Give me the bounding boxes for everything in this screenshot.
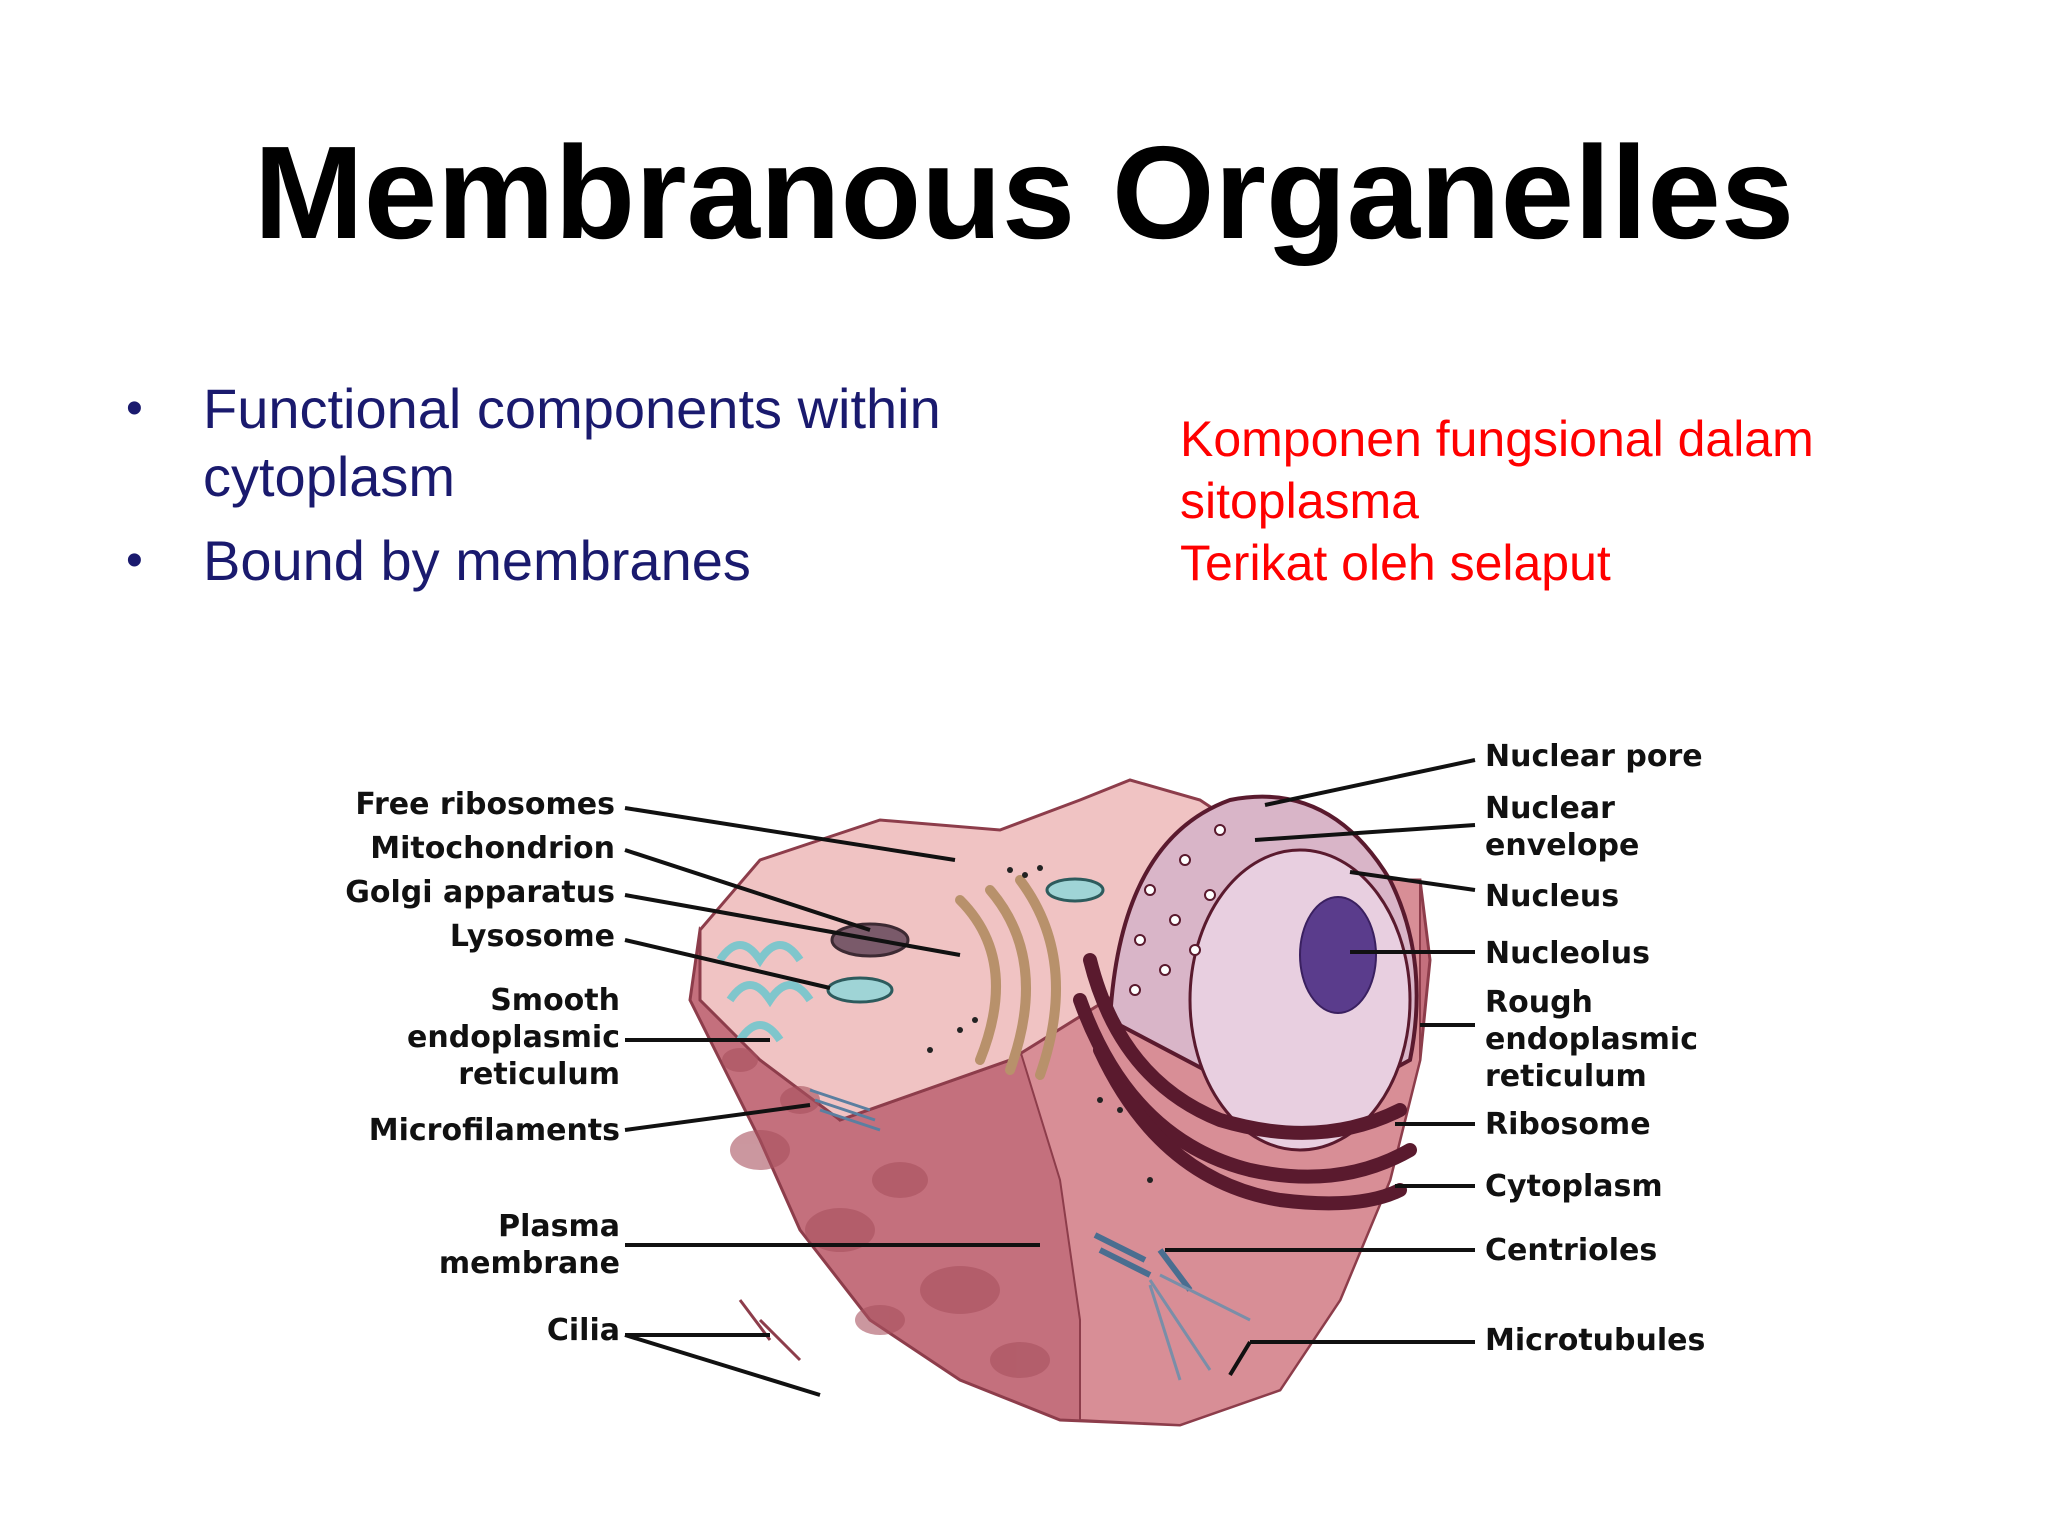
smooth-er-shape: [716, 941, 814, 1043]
label-nuclear-pore: Nuclear pore: [1485, 739, 1703, 774]
bullet-text: Functional components within cytoplasm: [203, 377, 941, 508]
label-nuclear-envelope: Nuclear: [1485, 791, 1615, 826]
label-centrioles: Centrioles: [1485, 1233, 1657, 1268]
bullet-text: Bound by membranes: [203, 529, 751, 592]
label-plasma-membrane: membrane: [439, 1246, 620, 1281]
translation-line: Terikat oleh selaput: [1180, 535, 1611, 591]
rough-er-shape: [1073, 953, 1417, 1211]
label-ribosome: Ribosome: [1485, 1107, 1651, 1142]
label-golgi-apparatus: Golgi apparatus: [345, 875, 615, 910]
label-nucleolus: Nucleolus: [1485, 936, 1650, 971]
nucleolus-shape: [1299, 896, 1377, 1014]
leader-lines: [624, 758, 1476, 1397]
bullet-dot-icon: •: [126, 382, 143, 435]
cilia-shape: [738, 1299, 802, 1362]
microtubules-shape: [1148, 1273, 1251, 1381]
bullet-item: • Bound by membranes: [118, 527, 1068, 595]
microfilaments-shape: [809, 1088, 881, 1132]
label-plasma-membrane: Plasma: [498, 1209, 620, 1244]
left-labels: Free ribosomes Mitochondrion Golgi appar…: [345, 787, 620, 1348]
label-smooth-er: reticulum: [458, 1057, 620, 1092]
label-microfilaments: Microfilaments: [369, 1113, 620, 1148]
label-nucleus: Nucleus: [1485, 879, 1619, 914]
label-mitochondrion: Mitochondrion: [370, 831, 615, 866]
right-labels: Nuclear pore Nuclear envelope Nucleus Nu…: [1485, 739, 1705, 1358]
bullet-dot-icon: •: [126, 534, 143, 587]
slide-title: Membranous Organelles: [253, 119, 1795, 266]
label-free-ribosomes: Free ribosomes: [355, 787, 615, 822]
bullet-list: • Functional components within cytoplasm…: [118, 375, 1068, 611]
label-nuclear-envelope: envelope: [1485, 828, 1639, 863]
label-lysosome: Lysosome: [450, 919, 615, 954]
translation-text: Komponen fungsional dalam sitoplasma Ter…: [1180, 408, 1940, 594]
cell-illustration: [688, 778, 1432, 1427]
vesicle-shape: [1045, 877, 1105, 903]
label-cilia: Cilia: [547, 1313, 620, 1348]
cell-texture: [722, 1048, 1050, 1378]
label-rough-er: endoplasmic: [1485, 1022, 1698, 1057]
label-smooth-er: endoplasmic: [407, 1020, 620, 1055]
label-microtubules: Microtubules: [1485, 1323, 1705, 1358]
translation-line: sitoplasma: [1180, 473, 1419, 529]
lysosome-shape: [826, 976, 894, 1004]
nuclear-pore-dots: [1129, 824, 1226, 996]
translation-line: Komponen fungsional dalam: [1180, 411, 1814, 467]
label-smooth-er: Smooth: [490, 983, 620, 1018]
golgi-apparatus: [955, 875, 1061, 1080]
label-rough-er: reticulum: [1485, 1059, 1647, 1094]
bullet-item: • Functional components within cytoplasm: [118, 375, 1068, 511]
nucleus-inner: [1188, 848, 1412, 1152]
label-cytoplasm: Cytoplasm: [1485, 1169, 1663, 1204]
centrioles-shape: [1093, 1232, 1193, 1292]
label-rough-er: Rough: [1485, 985, 1593, 1020]
free-ribosome-dots: [927, 865, 1153, 1183]
